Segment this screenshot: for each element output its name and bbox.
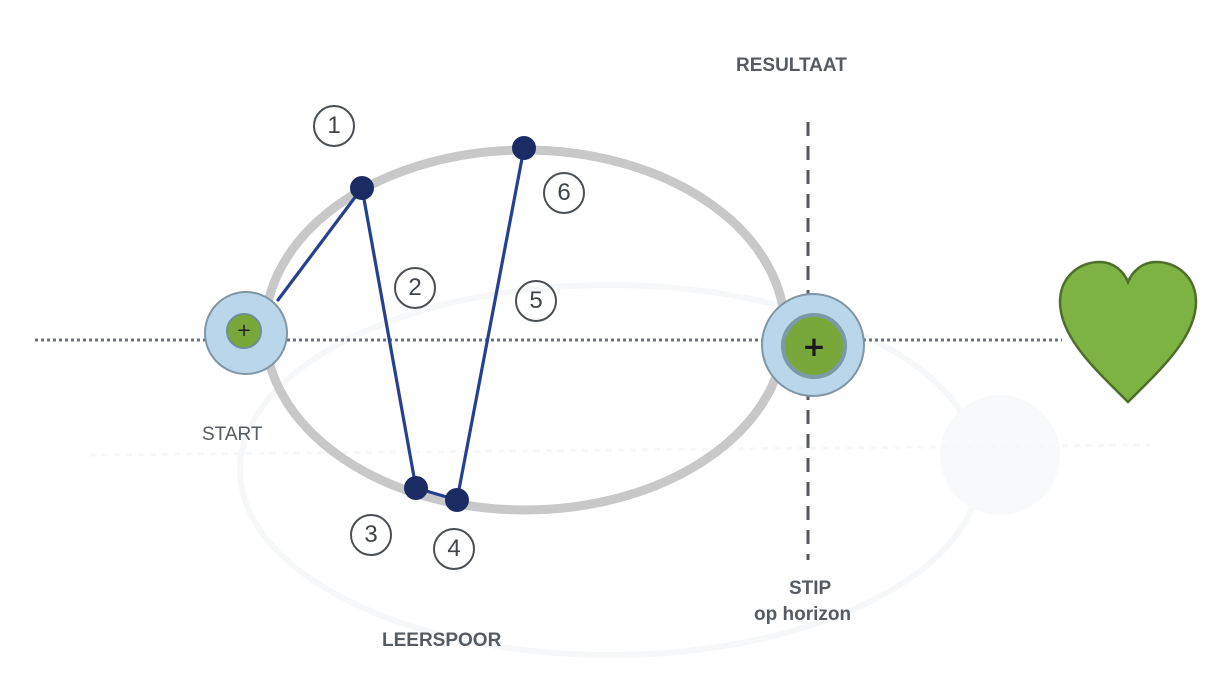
heart-icon — [1058, 260, 1198, 404]
step-number-6: 6 — [543, 172, 585, 214]
start-node: + — [204, 291, 288, 375]
plus-icon: + — [802, 330, 825, 363]
goal-node: + — [761, 293, 865, 397]
path-segment-4-6 — [455, 146, 526, 502]
path-node-3 — [404, 476, 428, 500]
leerspoor-label: LEERSPOOR — [382, 630, 502, 651]
learning-track-ellipse — [260, 145, 790, 515]
learning-path — [276, 146, 526, 502]
step-number-3: 3 — [350, 514, 392, 556]
path-node-1 — [350, 176, 374, 200]
path-nodes — [350, 136, 536, 512]
background-ghost-shapes — [89, 282, 1151, 658]
step-number-2: 2 — [394, 267, 436, 309]
resultaat-label: RESULTAAT — [736, 55, 847, 76]
step-number-4: 4 — [433, 528, 475, 570]
path-node-4 — [445, 488, 469, 512]
start-label: START — [202, 424, 263, 445]
stip-sublabel: op horizon — [754, 604, 852, 625]
step-number-1: 1 — [313, 105, 355, 147]
plus-icon: + — [236, 320, 251, 341]
path-node-6 — [512, 136, 536, 160]
path-segment-start-1 — [276, 186, 364, 302]
path-segment-1-3 — [360, 186, 418, 490]
step-number-5: 5 — [515, 280, 557, 322]
stip-label: STIP — [789, 578, 832, 599]
